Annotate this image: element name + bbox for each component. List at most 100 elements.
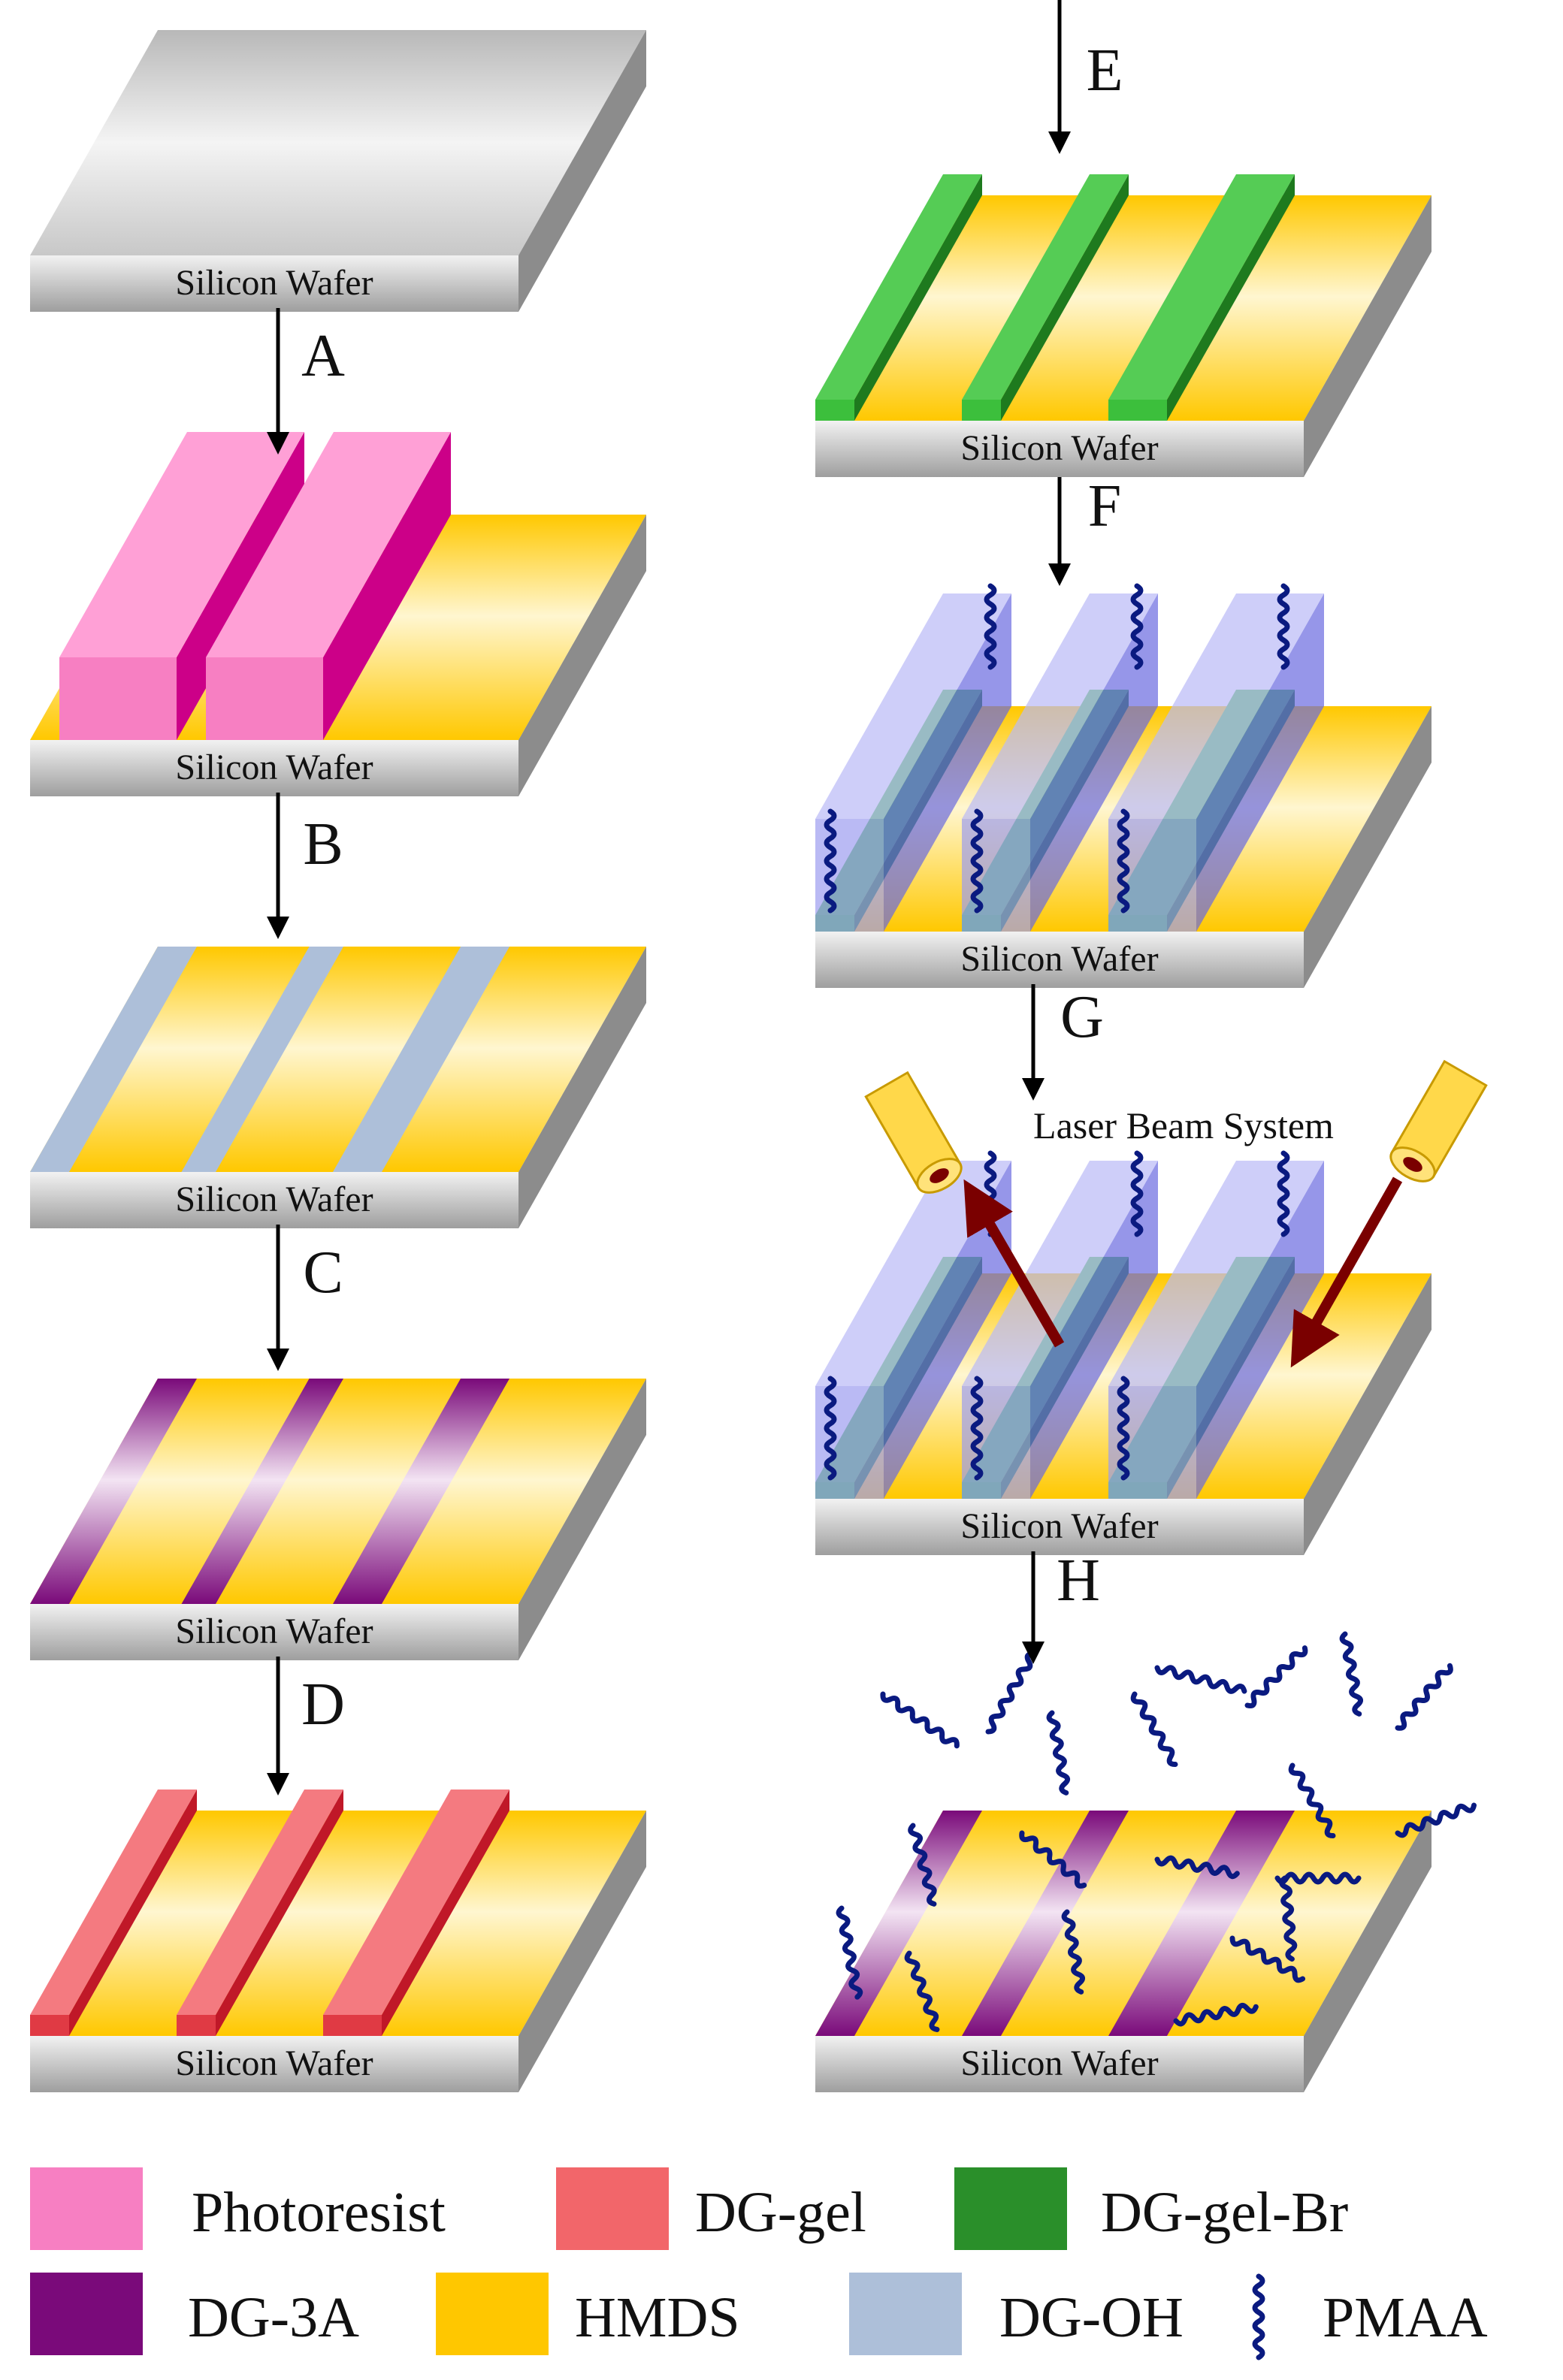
panel-4-dg-3a-stripe-1	[30, 1379, 197, 1604]
released-pmaa-chain-16	[1173, 2002, 1259, 2027]
panel-7-pmaa-brush-block-3-top	[1108, 593, 1324, 819]
panel-5-dg-gel-ridge-3-side	[382, 1790, 509, 2036]
step-label-h: H	[1057, 1548, 1100, 1614]
panel-8-pmaa-brush-block-3-front	[1108, 1386, 1196, 1499]
panel-5-dg-gel-ridge-1-front	[30, 2015, 69, 2036]
step-label-a: A	[301, 323, 345, 389]
panel-2-wafer-label: Silicon Wafer	[175, 748, 373, 787]
released-pmaa-chain-8	[1339, 1631, 1364, 1717]
laser-beam-reflected-arrow	[963, 1179, 1065, 1348]
panel-2-photoresist-block-1-front	[59, 657, 177, 740]
panel-3-dg-oh-stripe-3	[333, 947, 509, 1172]
released-pmaa-chain-9-path	[1395, 1663, 1453, 1731]
laser-emitter-right-lens	[1403, 1157, 1422, 1172]
panel-1-wafer-top-surface	[30, 30, 646, 255]
panel-6-dg-gel-br-ridge-1-side	[854, 174, 982, 421]
legend-item-pmaa: PMAA	[1252, 2273, 1488, 2360]
panel-1-wafer-front-face	[30, 255, 518, 312]
panel-8-pmaa-brush-block-2-side	[1030, 1161, 1158, 1499]
released-pmaa-chain-7	[1288, 1762, 1336, 1839]
legend-label: HMDS	[575, 2286, 740, 2349]
panel-8-wafer-front-face	[815, 1499, 1304, 1555]
panel-8-pmaa-brush-block-1-top	[815, 1161, 1011, 1386]
panel-8-pmaa-chain-back-2	[1130, 1150, 1144, 1237]
released-pmaa-chain-12	[836, 1905, 863, 2000]
legend-swatch	[556, 2167, 669, 2250]
panel-3-wafer-front-face	[30, 1172, 518, 1228]
panel-7-wafer-side-face	[1304, 706, 1431, 988]
panel-7-wafer-front-face	[815, 932, 1304, 988]
panel-7-pmaa-chain-front-1	[824, 808, 837, 914]
panel-9-dg-3a-stripe-3	[1108, 1811, 1295, 2036]
panel-5-dg-gel-ridge-2-front	[177, 2015, 216, 2036]
panel-8-pmaa-chain-front-2	[970, 1376, 984, 1481]
panel-7-pmaa-brush-block-3-front	[1108, 819, 1196, 932]
released-pmaa-chain-8-path	[1339, 1631, 1364, 1717]
panel-8-pmaa-brush-block-1-side	[884, 1161, 1011, 1499]
panel-4-dg-3a-stripe-3	[333, 1379, 509, 1604]
panel-5-dg-gel-ridge-3-front	[323, 2015, 382, 2036]
panel-7-wafer-label: Silicon Wafer	[960, 939, 1158, 979]
panel-7-pmaa-brush-block-1-side	[884, 593, 1011, 932]
released-pmaa-chain-12-path	[836, 1905, 863, 2000]
released-pmaa-chain-16-path	[1173, 2002, 1259, 2027]
laser-beam-system-label: Laser Beam System	[1033, 1104, 1334, 1146]
step-label-e: E	[1087, 38, 1123, 104]
released-pmaa-chain-19	[1395, 1802, 1477, 1838]
released-pmaa-chain-18	[1279, 1875, 1298, 1962]
panel-4-hmds-layer	[30, 1379, 646, 1604]
released-pmaa-chain-18-path	[1279, 1875, 1298, 1962]
panel-6-dg-gel-br-ridge-1-front	[815, 400, 854, 421]
step-label-d: D	[301, 1672, 345, 1738]
released-pmaa-chain-3-path	[1046, 1710, 1071, 1796]
panel-1-wafer-label: Silicon Wafer	[175, 263, 373, 303]
legend-pmaa-chain-path	[1252, 2273, 1265, 2360]
released-pmaa-chain-11	[1154, 1855, 1240, 1880]
released-pmaa-chain-4	[1130, 1691, 1178, 1768]
panel-5-wafer-front-face	[30, 2036, 518, 2092]
panel-7-pmaa-chain-front-3	[1117, 808, 1130, 914]
released-pmaa-chain-15	[1061, 1909, 1086, 1995]
panel-3-dg-oh-stripe-2	[181, 947, 343, 1172]
released-pmaa-chain-17	[1229, 1935, 1306, 1983]
panel-2-wafer-side-face	[518, 515, 646, 796]
panel-5-dg-gel-ridge-3-top	[323, 1790, 509, 2015]
panel-6-dg-gel-br: Silicon Wafer	[815, 174, 1431, 477]
panel-1-bare-wafer: Silicon Wafer	[30, 30, 646, 312]
legend-swatch	[954, 2167, 1067, 2250]
panel-3-hmds-layer	[30, 947, 646, 1172]
panel-2-photoresist-block-1-top	[59, 432, 304, 657]
legend-item-dg-gel: DG-gel	[556, 2167, 866, 2250]
panel-3-wafer-side-face	[518, 947, 646, 1228]
panel-6-wafer-front-face	[815, 421, 1304, 477]
released-pmaa-chain-5-path	[1154, 1665, 1247, 1694]
panel-2-photoresist-block-2-top	[206, 432, 451, 657]
panel-6-dg-gel-br-ridge-1-top	[815, 174, 982, 400]
legend-swatch	[849, 2273, 962, 2355]
panel-9-released-pmaa: Silicon Wafer	[815, 1631, 1477, 2092]
panel-5-hmds-layer	[30, 1811, 646, 2036]
panel-6-dg-gel-br-ridge-2-top	[962, 174, 1129, 400]
legend-swatch	[436, 2273, 549, 2355]
laser-beam-incident-arrow	[1290, 1176, 1403, 1368]
panel-1-wafer-side-face	[518, 30, 646, 312]
panel-6-hmds-layer	[815, 195, 1431, 421]
panel-7-pmaa-brushes: Silicon Wafer	[815, 583, 1431, 988]
released-pmaa-chain-6	[1244, 1645, 1308, 1709]
panel-8-pmaa-chain-front-1	[824, 1376, 837, 1481]
panel-7-pmaa-brush-block-2-top	[962, 593, 1158, 819]
panel-9-hmds-layer	[815, 1811, 1431, 2036]
panel-5-dg-gel-ridge-2-top	[177, 1790, 343, 2015]
panel-8-wafer-label: Silicon Wafer	[960, 1506, 1158, 1546]
legend-swatch	[30, 2273, 143, 2355]
legend-label: DG-gel-Br	[1101, 2181, 1348, 2244]
released-pmaa-chain-6-path	[1244, 1645, 1308, 1709]
released-pmaa-chain-1	[880, 1691, 960, 1749]
released-pmaa-chain-20	[1019, 1830, 1087, 1889]
panel-5-dg-gel-ridge-1-side	[69, 1790, 197, 2036]
legend-label: DG-gel	[695, 2181, 866, 2244]
laser-emitter-right	[1389, 1059, 1488, 1182]
panel-6-dg-gel-br-ridge-3-side	[1167, 174, 1295, 421]
